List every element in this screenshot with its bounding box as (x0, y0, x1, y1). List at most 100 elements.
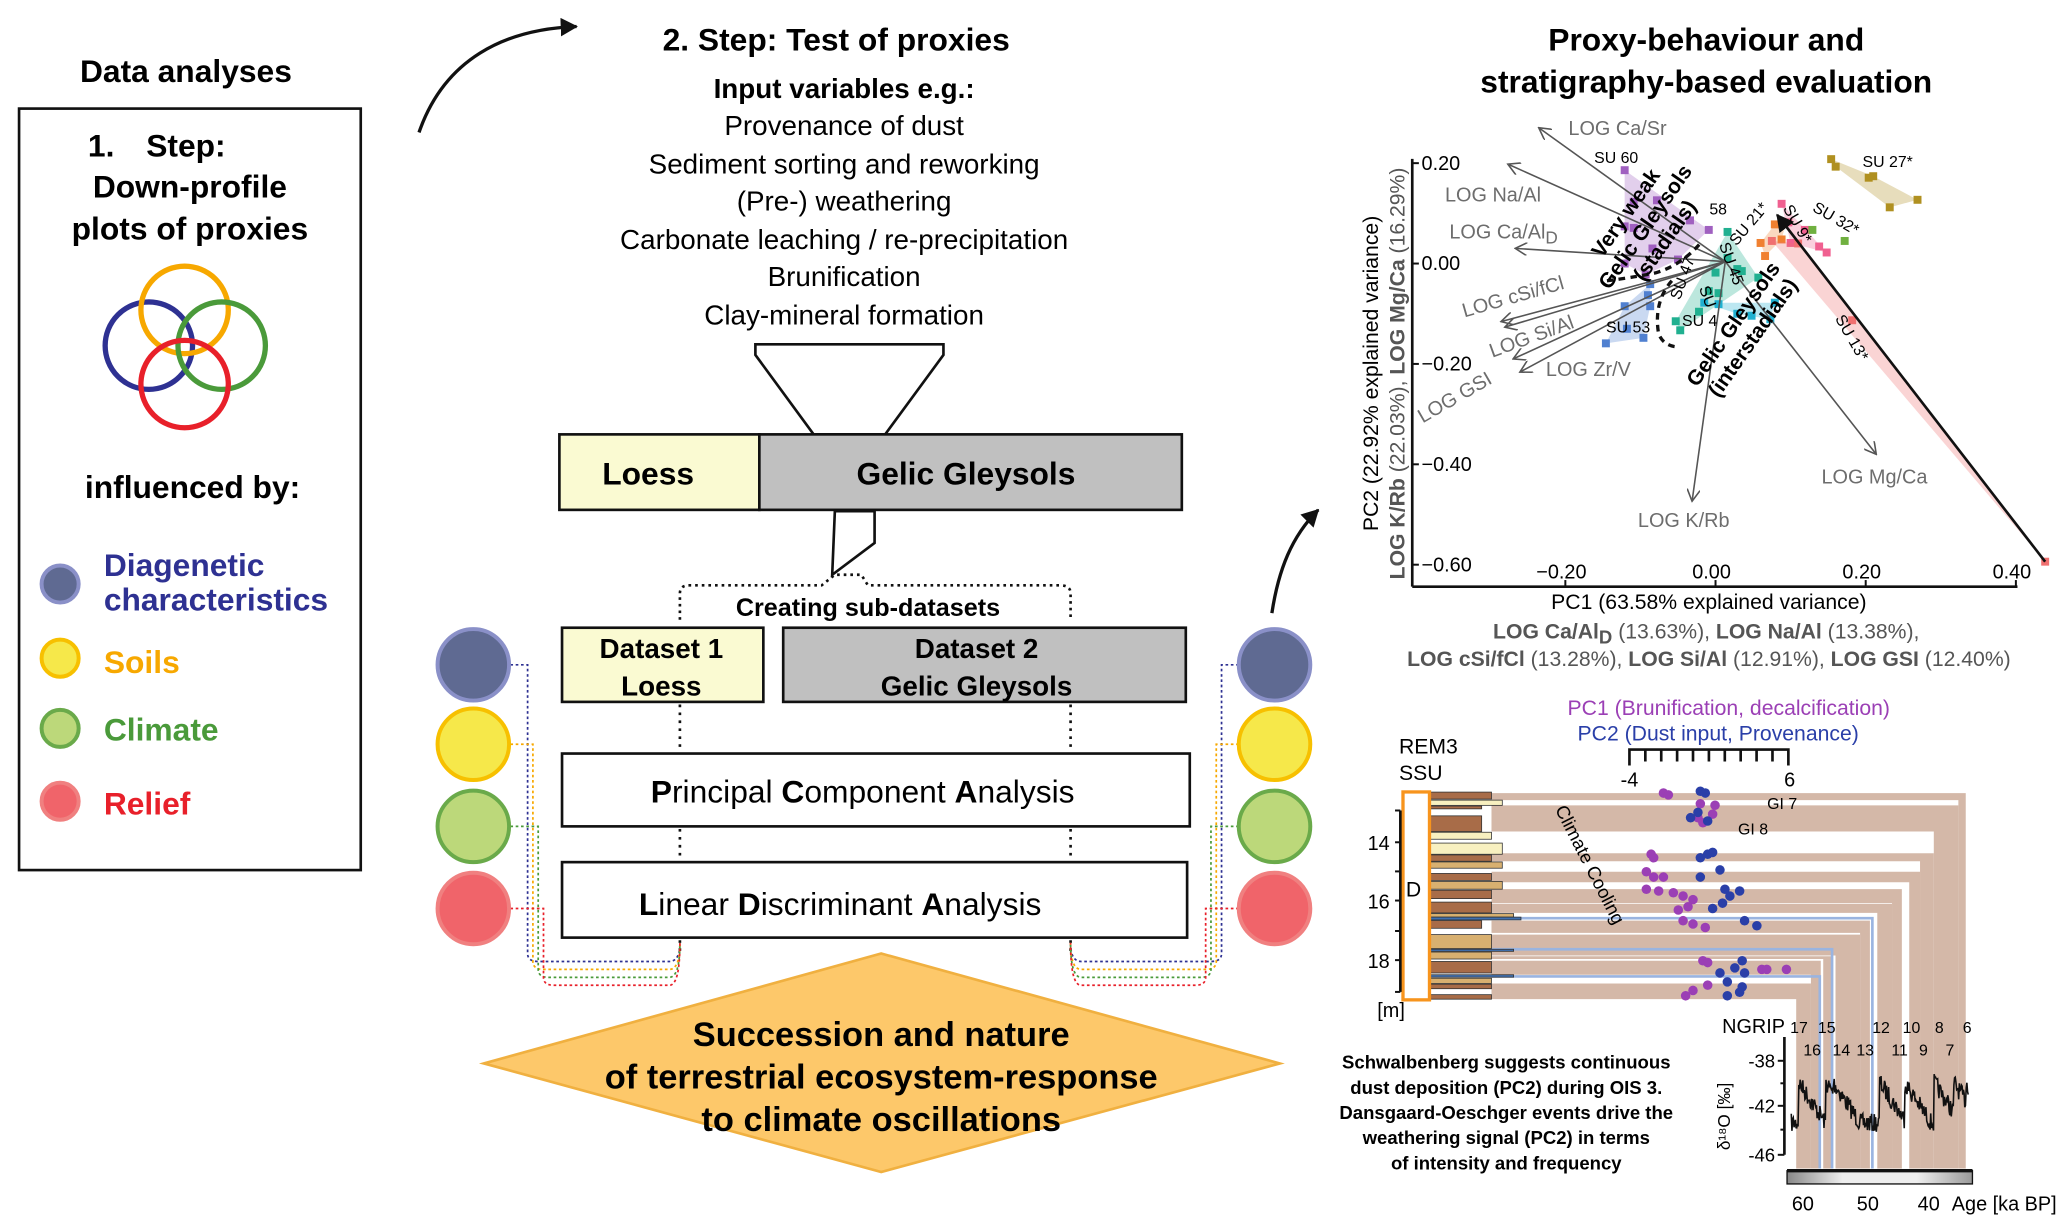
ngrip-y-ticks (1777, 1059, 1785, 1156)
lithology-layer (1429, 889, 1492, 900)
svg-text:Schwalbenberg suggests continu: Schwalbenberg suggests continuous (1342, 1052, 1670, 1073)
group-point (1827, 155, 1836, 164)
lithology-layer (1429, 881, 1503, 890)
result-line: of terrestrial ecosystem-response (605, 1059, 1158, 1097)
depth-tick-label: 16 (1368, 891, 1390, 913)
ngrip-y-label: δ¹⁸O [‰] (1714, 1083, 1734, 1151)
group-point (1704, 287, 1713, 296)
input-variable: (Pre-) weathering (737, 186, 952, 217)
group-point (1620, 222, 1629, 231)
x-axis-label: PC1 (63.58% explained variance) (1551, 591, 1866, 614)
loading-arrow (1502, 260, 1726, 322)
pc2-point (1734, 987, 1745, 998)
ngrip-event-label: 15 (1818, 1020, 1836, 1037)
ngrip-event-label: 9 (1919, 1042, 1928, 1059)
middle-panel: 2. Step: Test of proxies Input variables… (435, 21, 1320, 1174)
pc1-point (1695, 798, 1706, 809)
input-variable: Provenance of dust (724, 110, 964, 141)
lithology-layer (1429, 994, 1492, 1000)
loading-arrow (1506, 260, 1726, 327)
ngrip-event-label: 10 (1903, 1020, 1921, 1037)
group-label: SU 4 (1682, 313, 1717, 330)
pc2-point (1715, 968, 1725, 978)
loading-label: LOG Ca/AlD (1449, 221, 1557, 247)
group-point (1733, 309, 1742, 318)
depth-tick-label: 14 (1368, 833, 1390, 855)
pc2-point (1739, 968, 1750, 978)
lithology-layer (1429, 974, 1515, 978)
group-point (1756, 238, 1765, 247)
lithology-layer (1429, 951, 1492, 960)
y-axis-sublabel: LOG K/Rb (22.03%), LOG Mg/Ca (16.29%) (1386, 168, 1409, 580)
result-line: to climate oscillations (701, 1101, 1061, 1139)
pc2-point (1739, 915, 1750, 926)
y-tick-label: 0.20 (1422, 153, 1461, 175)
pc2-point (1685, 812, 1696, 823)
interstadial-line (1491, 947, 1834, 1169)
interstadial-boundary (1655, 279, 1680, 349)
relief-dot-icon (39, 780, 81, 822)
ngrip-title: NGRIP (1722, 1016, 1785, 1038)
group-hull (1624, 170, 1709, 275)
loading-label: LOG cSi/fCl (1460, 272, 1567, 322)
gleysols-label: Gelic Gleysols (856, 456, 1075, 492)
group-point (1714, 289, 1723, 298)
funnel-icon (754, 343, 945, 436)
loading-label: LOG Ca/Sr (1568, 118, 1667, 140)
ngrip-y-tick-label: -38 (1748, 1050, 1775, 1071)
pc1-point (1658, 872, 1669, 882)
legend-label: Diagenetic (104, 547, 265, 583)
group-point (1848, 316, 1857, 325)
group-label: SU 53 (1606, 319, 1650, 336)
biplot-groups (1601, 155, 2050, 566)
pc2-point (1722, 991, 1733, 1001)
lithology-layer (1429, 983, 1492, 990)
group-point (1747, 311, 1756, 320)
group-point (1648, 244, 1657, 253)
loading-label: LOG Zr/V (1546, 359, 1632, 381)
connector-right (1069, 743, 1239, 971)
pc1-point (1781, 964, 1792, 975)
group-point (1737, 267, 1746, 276)
age-axis-label: Age [ka BP] (1952, 1193, 2057, 1215)
split-bracket (678, 573, 1072, 620)
lithology-layer (1429, 916, 1522, 921)
influenced-by-label: influenced by: (85, 469, 300, 505)
pc1-point (1683, 901, 1693, 912)
ngrip-event-label: 12 (1872, 1020, 1890, 1037)
group-point (1808, 225, 1817, 234)
climate-dot-icon (39, 707, 81, 749)
pc2-point (1752, 920, 1762, 931)
group-point (1620, 259, 1629, 268)
group-label: SU (1695, 284, 1719, 311)
pc-scale-bar (1628, 748, 1790, 766)
loading-arrow (1517, 248, 1726, 263)
lithology-layer (1429, 961, 1492, 974)
input-variable: Carbonate leaching / re-precipitation (620, 224, 1068, 255)
ngrip-event-label: 14 (1833, 1042, 1851, 1059)
lithology-layer (1429, 948, 1515, 952)
pc2-point (1693, 807, 1703, 818)
pc2-point (1717, 898, 1728, 908)
loading-arrow (1692, 261, 1727, 500)
lithology-layer (1429, 977, 1492, 984)
group-point (1822, 248, 1831, 257)
age-tick-label: 50 (1857, 1193, 1879, 1215)
left-title: Data analyses (80, 53, 292, 89)
interstadial-line (1491, 975, 1822, 1169)
loading-arrow (1509, 165, 1726, 263)
group-point (1831, 162, 1840, 171)
gi8-label: GI 8 (1738, 821, 1768, 838)
right-title-line2: stratigraphy-based evaluation (1480, 64, 1932, 100)
lithology-layer (1429, 913, 1515, 918)
group-point (1777, 235, 1786, 244)
age-tick-label: 60 (1792, 1193, 1814, 1215)
group-point (1601, 339, 1610, 348)
y-tick-label: −0.20 (1422, 354, 1472, 376)
right-title-line1: Proxy-behaviour and (1548, 21, 1864, 57)
connector-left (510, 743, 681, 971)
ngrip-y-tick-label: -42 (1748, 1095, 1775, 1116)
pc1-point (1648, 852, 1659, 863)
pc1-point (1648, 872, 1659, 882)
